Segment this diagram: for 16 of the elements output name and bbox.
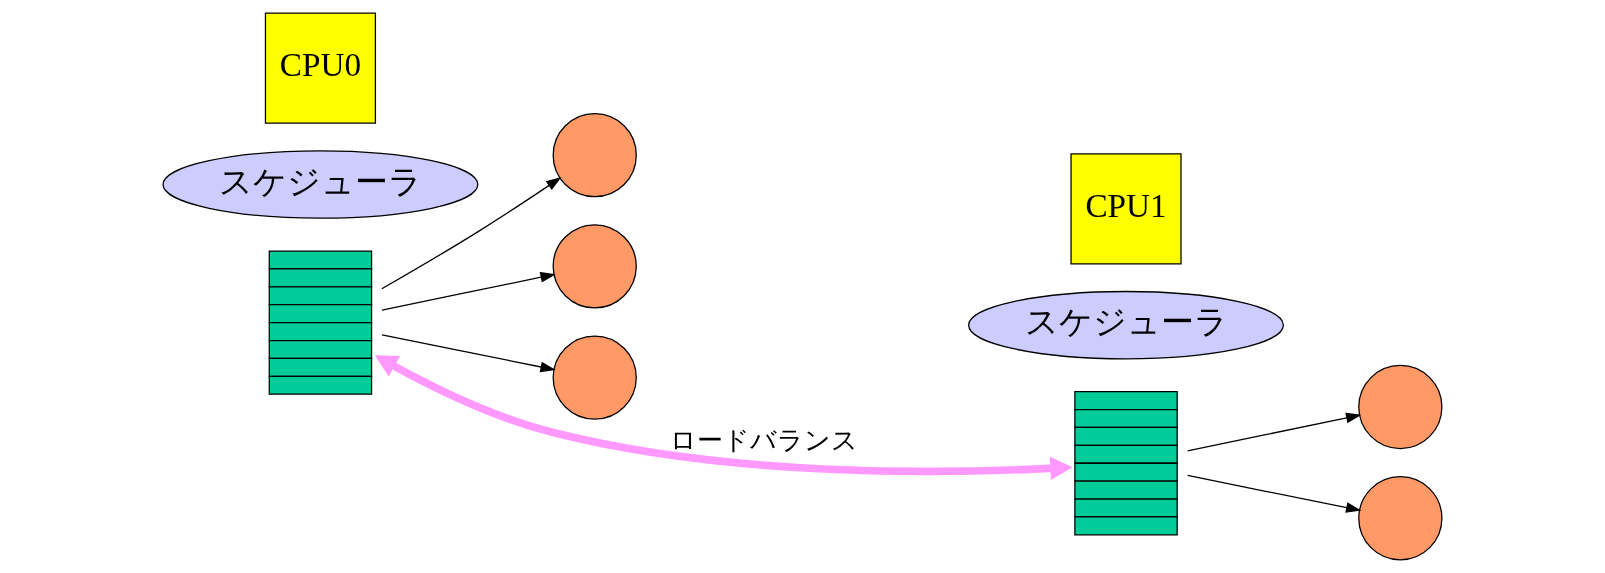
node-box: CPU1 bbox=[1070, 153, 1182, 265]
arrow bbox=[1186, 412, 1362, 452]
arrow bbox=[1186, 474, 1362, 513]
node-circle bbox=[552, 335, 637, 420]
node-circle bbox=[1358, 476, 1443, 561]
node-circle bbox=[552, 112, 637, 198]
node-box: CPU0 bbox=[264, 12, 377, 124]
node-ellipse: スケジューラ bbox=[968, 290, 1285, 360]
arrow bbox=[381, 177, 562, 290]
arrow bbox=[374, 355, 1073, 481]
arrow bbox=[381, 272, 556, 311]
node-ellipse: スケジューラ bbox=[162, 150, 479, 219]
node-circle bbox=[1358, 364, 1443, 450]
edge-label: ロードバランス bbox=[670, 425, 859, 456]
arrow bbox=[381, 334, 556, 373]
node-circle bbox=[552, 224, 637, 309]
